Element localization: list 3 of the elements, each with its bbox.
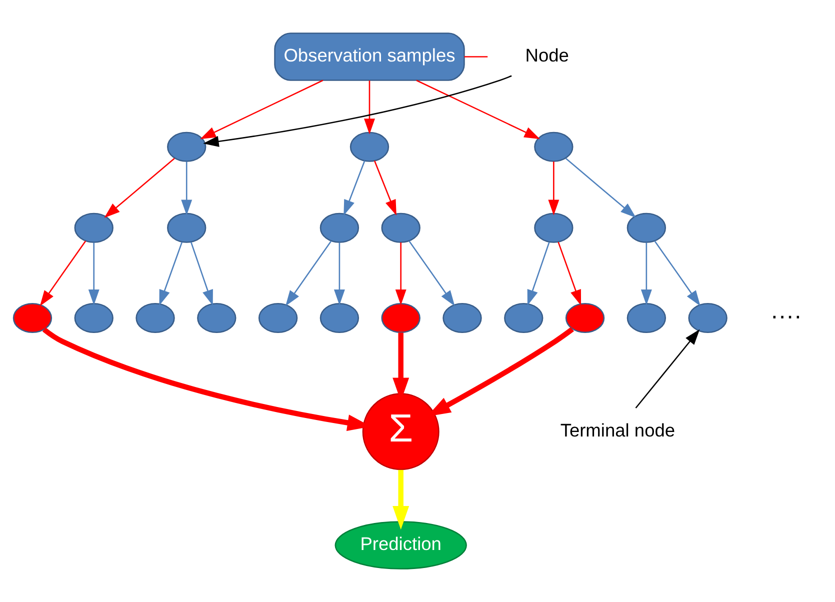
node-text: Terminal node (560, 419, 676, 440)
node-text: Node (525, 44, 569, 66)
label: ···· (770, 302, 802, 329)
